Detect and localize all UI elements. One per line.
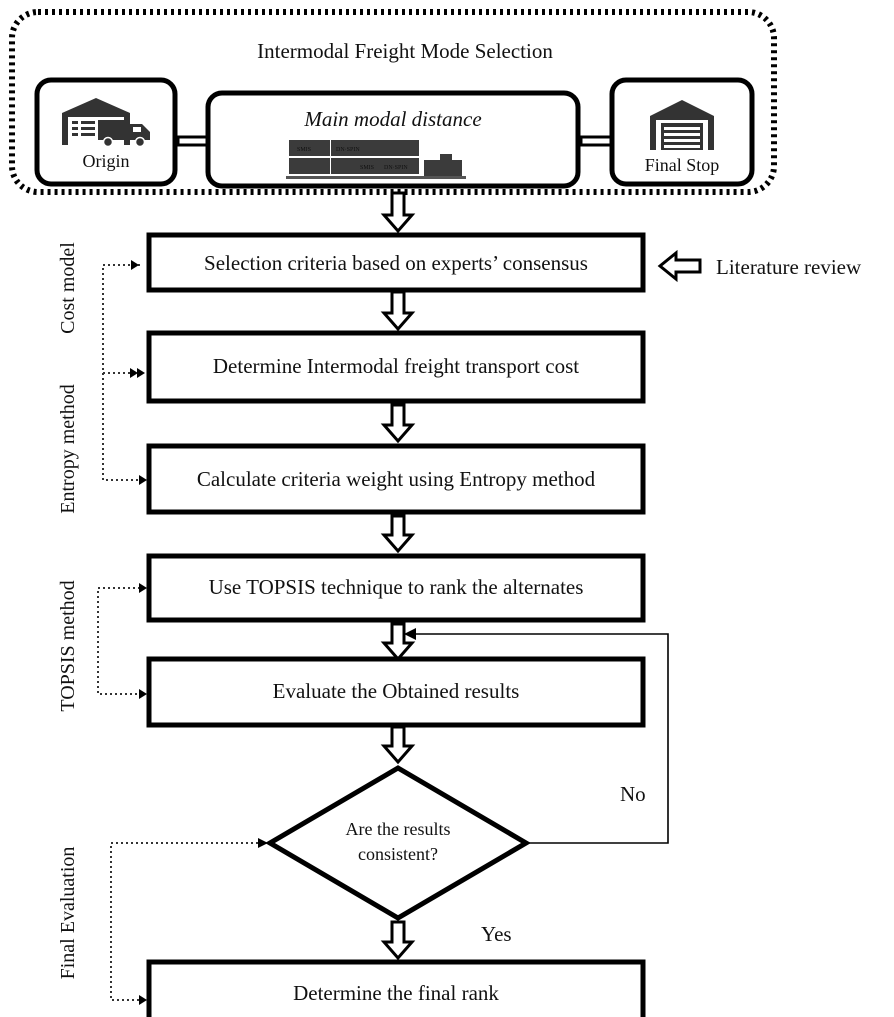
step-box-cost bbox=[146, 330, 646, 404]
literature-review-label: Literature review bbox=[716, 255, 862, 279]
side-label-final-evaluation: Final Evaluation bbox=[57, 847, 79, 980]
step-box-final bbox=[146, 959, 646, 1017]
final-step-label: Determine the final rank bbox=[293, 981, 499, 1005]
connector-arrowhead bbox=[139, 475, 147, 485]
arrow-down bbox=[380, 920, 416, 961]
arrow-down bbox=[380, 403, 416, 444]
container-train-icon: SMIS DN·SPIN SMIS DN·SPIN bbox=[286, 140, 466, 179]
yes-label: Yes bbox=[481, 922, 512, 946]
arrow-down bbox=[380, 191, 416, 234]
final-stop-label: Final Stop bbox=[645, 155, 720, 175]
side-label-cost-model: Cost model bbox=[57, 242, 79, 334]
connector-arrowhead bbox=[131, 260, 139, 270]
side-label-entropy-method: Entropy method bbox=[57, 384, 79, 513]
step-label: Determine Intermodal freight transport c… bbox=[213, 354, 579, 378]
step-box-topsis bbox=[146, 553, 646, 623]
arrow-down bbox=[380, 514, 416, 554]
connector-arrowhead bbox=[130, 368, 138, 378]
step-label: Use TOPSIS technique to rank the alterna… bbox=[209, 575, 584, 599]
step-label: Calculate criteria weight using Entropy … bbox=[197, 467, 596, 491]
dotted-connector bbox=[102, 264, 140, 481]
decision-diamond bbox=[265, 765, 531, 921]
warehouse-truck-icon bbox=[62, 98, 150, 148]
decision-line2: consistent? bbox=[358, 844, 438, 864]
connector-arrowhead bbox=[139, 995, 147, 1005]
arrow-down bbox=[380, 622, 416, 662]
step-label: Evaluate the Obtained results bbox=[273, 679, 520, 703]
origin-label: Origin bbox=[83, 151, 130, 171]
container-text: SMIS bbox=[297, 147, 311, 153]
connector-arrowhead bbox=[139, 583, 147, 593]
step-box-entropy bbox=[146, 443, 646, 515]
step-label: Selection criteria based on experts’ con… bbox=[204, 251, 588, 275]
arrow-literature bbox=[657, 249, 702, 283]
connector-arrowhead bbox=[139, 689, 147, 699]
side-label-topsis-method: TOPSIS method bbox=[57, 580, 79, 711]
dotted-connector bbox=[97, 587, 140, 695]
arrow-down bbox=[380, 725, 416, 765]
decision-line1: Are the results bbox=[346, 819, 451, 839]
container-text: DN·SPIN bbox=[384, 165, 408, 171]
step-box-criteria bbox=[146, 232, 646, 293]
no-loop-line bbox=[412, 633, 669, 844]
step-box-evaluate bbox=[146, 656, 646, 728]
main-modal-label: Main modal distance bbox=[303, 107, 481, 131]
warehouse-icon bbox=[650, 100, 714, 150]
dotted-connector bbox=[110, 842, 258, 1001]
header-title: Intermodal Freight Mode Selection bbox=[257, 39, 553, 63]
arrow-down bbox=[380, 290, 416, 332]
no-label: No bbox=[620, 782, 646, 806]
connector-arrowhead bbox=[137, 368, 145, 378]
container-text: DN·SPIN bbox=[336, 147, 360, 153]
connector-arrowhead bbox=[258, 838, 268, 848]
container-text: SMIS bbox=[360, 165, 374, 171]
no-loop-arrowhead bbox=[404, 628, 416, 640]
